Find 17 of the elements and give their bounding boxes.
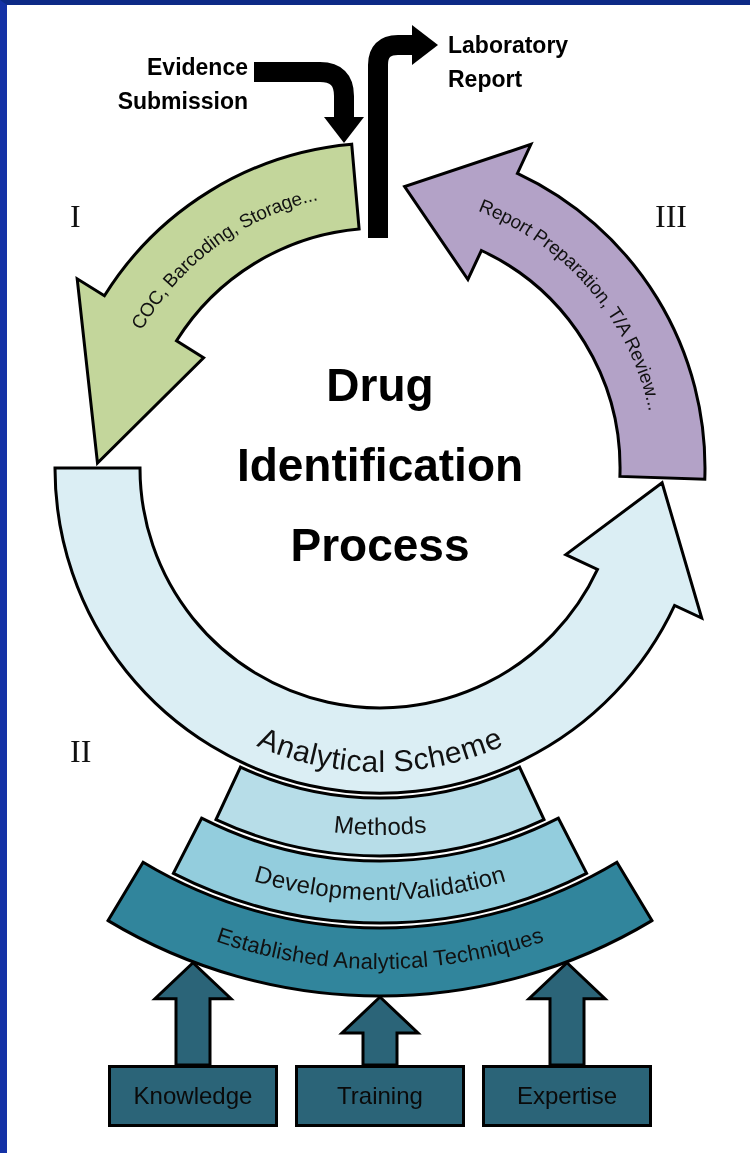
input-box: Expertise <box>482 1065 652 1127</box>
block-arrow <box>525 960 609 1067</box>
block-arrow <box>151 960 235 1067</box>
block-arrow <box>338 994 422 1067</box>
node-label: Evidence Submission <box>116 53 248 116</box>
band-label: Development/Validation <box>252 859 508 905</box>
diagram-title: Drug Identification Process <box>235 358 525 573</box>
band-label: Methods <box>332 809 428 840</box>
bent-arrow <box>254 62 364 143</box>
node-label: Laboratory Report <box>448 31 570 94</box>
input-box: Training <box>295 1065 465 1127</box>
bent-arrow <box>368 25 438 238</box>
stage-number: I <box>70 198 81 235</box>
step-label: Analytical Scheme <box>253 720 507 778</box>
stage-number: II <box>70 733 92 770</box>
input-box: Knowledge <box>108 1065 278 1127</box>
stage-number: III <box>655 198 687 235</box>
